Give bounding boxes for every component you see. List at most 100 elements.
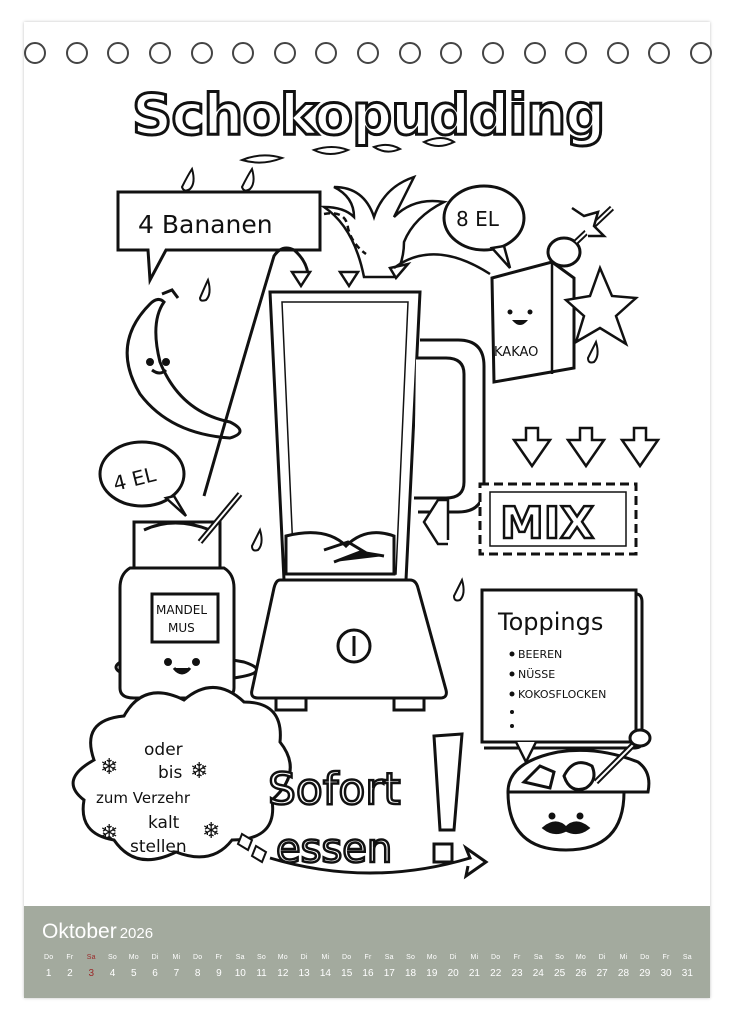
binding-ring xyxy=(398,42,421,64)
day-number: 8 xyxy=(194,968,201,979)
cocoa-box: KAKAO xyxy=(490,260,576,384)
calendar-day: Fr 2 xyxy=(59,954,80,979)
day-number: 4 xyxy=(109,968,116,979)
blender-icon xyxy=(250,290,486,712)
cloud-line-4: kalt xyxy=(148,813,180,833)
calendar-day: So 18 xyxy=(400,954,421,979)
binding-ring xyxy=(232,42,255,64)
day-number: 28 xyxy=(617,968,630,979)
weekday-label: So xyxy=(406,954,416,961)
cloud-line-3: zum Verzehr xyxy=(96,789,191,807)
binding-ring xyxy=(148,42,171,64)
day-number: 16 xyxy=(362,968,374,979)
cloud-line-2: bis xyxy=(158,763,183,783)
almond-jar: MANDEL MUS xyxy=(114,492,259,700)
weekday-label: Do xyxy=(192,954,203,961)
day-number: 12 xyxy=(277,968,289,979)
day-number: 6 xyxy=(152,968,158,979)
snowflake-icon: ❄ xyxy=(100,755,118,780)
weekday-label: Do xyxy=(43,954,54,961)
topping-2: NÜSSE xyxy=(518,668,555,681)
banana-bubble: 4 Bananen xyxy=(116,190,322,286)
day-number: 24 xyxy=(532,968,544,979)
calendar-day: So 11 xyxy=(251,954,272,979)
calendar-day: Do 15 xyxy=(336,954,357,979)
weekday-label: Di xyxy=(598,954,606,961)
weekday-label: Fr xyxy=(66,954,74,961)
binding-ring xyxy=(190,42,213,64)
day-number: 26 xyxy=(575,968,587,979)
weekday-label: Di xyxy=(300,954,308,961)
day-number: 2 xyxy=(67,968,73,979)
calendar-day: Do 8 xyxy=(187,954,208,979)
binding-ring xyxy=(690,42,712,64)
weekday-label: Mo xyxy=(277,954,288,961)
binding-ring xyxy=(315,42,338,64)
day-number: 10 xyxy=(234,968,246,979)
day-number: 22 xyxy=(490,968,502,979)
weekday-label: So xyxy=(257,954,267,961)
weekday-label: Sa xyxy=(682,954,692,961)
day-number: 18 xyxy=(405,968,417,979)
calendar-day: Mo 12 xyxy=(272,954,293,979)
spiral-binding xyxy=(24,42,712,66)
binding-ring xyxy=(107,42,130,64)
arrows xyxy=(289,212,661,546)
cocoa-bubble-text: 8 EL xyxy=(456,207,500,231)
topping-1: BEEREN xyxy=(518,648,562,661)
cloud-line-5: stellen xyxy=(130,837,187,857)
almond-jar-label-1: MANDEL xyxy=(156,603,207,617)
day-number: 29 xyxy=(639,968,651,979)
weekday-label: Fr xyxy=(364,954,372,961)
weekday-label: So xyxy=(108,954,117,961)
day-number: 9 xyxy=(216,968,222,979)
eat-now-note: Sofort essen xyxy=(236,732,489,880)
day-number: 3 xyxy=(88,968,94,979)
month-name: Oktober xyxy=(42,920,117,943)
day-number: 7 xyxy=(173,968,180,979)
binding-ring xyxy=(440,42,463,64)
day-number: 27 xyxy=(596,968,608,979)
pipe xyxy=(202,246,310,497)
smiling-star-icon xyxy=(563,264,639,347)
almond-bubble: 4 EL xyxy=(98,440,188,517)
binding-ring xyxy=(65,42,88,64)
weekday-label: Mi xyxy=(321,954,330,961)
weekday-label: Mi xyxy=(619,954,628,961)
day-number: 23 xyxy=(511,968,523,979)
weekday-label: Fr xyxy=(662,954,670,961)
binding-ring xyxy=(523,42,546,64)
day-number: 11 xyxy=(256,968,267,979)
cocoa-box-label: KAKAO xyxy=(494,345,538,360)
day-number: 25 xyxy=(554,968,566,979)
weekday-label: Mi xyxy=(470,954,479,961)
weekday-label: Do xyxy=(342,954,352,961)
day-number: 17 xyxy=(383,968,395,979)
day-number: 15 xyxy=(341,968,353,979)
day-number: 30 xyxy=(660,968,672,979)
star-icon xyxy=(571,206,608,238)
calendar-day: Sa 3 xyxy=(81,954,102,979)
weekday-label: Sa xyxy=(86,954,96,961)
snowflake-icon: ❄ xyxy=(190,759,208,784)
cocoa-bubble: 8 EL xyxy=(442,184,526,269)
banana-bubble-text: 4 Bananen xyxy=(138,210,273,239)
title: Schokopudding xyxy=(132,83,604,148)
binding-ring xyxy=(648,42,671,64)
mix-box: MIX xyxy=(478,482,638,556)
